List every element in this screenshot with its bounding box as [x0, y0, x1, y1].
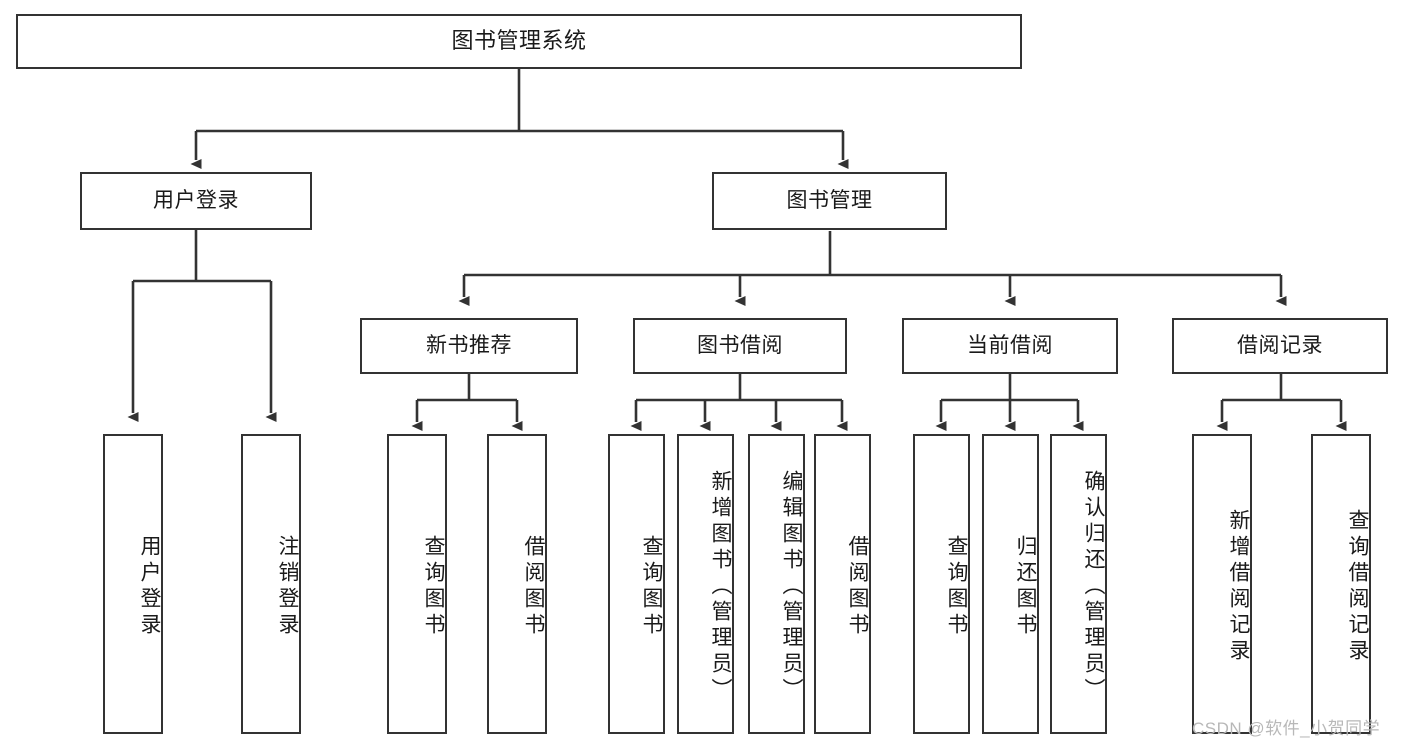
- node-label: 查询图书: [945, 535, 968, 639]
- node-label: 图书管理系统: [451, 28, 587, 54]
- node-label: 借阅图书: [846, 535, 869, 639]
- csdn-watermark: CSDN @软件_小贺同学: [1192, 719, 1381, 738]
- leaf-logout-login[interactable]: 注销登录: [241, 434, 301, 734]
- node-label: 新增借阅记录: [1227, 509, 1250, 665]
- node-label: 用户登录: [138, 535, 161, 639]
- leaf-borrow-book-borrow[interactable]: 借阅图书: [814, 434, 871, 734]
- node-label: 图书管理: [786, 189, 873, 213]
- node-label: 编辑图书（管理员）: [780, 470, 803, 704]
- node-label: 用户登录: [153, 189, 239, 213]
- leaf-query-borrow-record[interactable]: 查询借阅记录: [1311, 434, 1371, 734]
- node-label: 图书借阅: [697, 334, 783, 358]
- leaf-borrow-book-recommend[interactable]: 借阅图书: [487, 434, 547, 734]
- leaf-add-book-admin[interactable]: 新增图书（管理员）: [677, 434, 734, 734]
- leaf-return-book[interactable]: 归还图书: [982, 434, 1039, 734]
- node-book-borrow[interactable]: 图书借阅: [633, 318, 847, 374]
- leaf-user-login[interactable]: 用户登录: [103, 434, 163, 734]
- node-label: 归还图书: [1014, 535, 1037, 639]
- node-label: 注销登录: [276, 535, 299, 639]
- node-label: 当前借阅: [967, 334, 1053, 358]
- node-book-management[interactable]: 图书管理: [712, 172, 947, 230]
- leaf-add-borrow-record[interactable]: 新增借阅记录: [1192, 434, 1252, 734]
- node-label: 借阅图书: [522, 535, 545, 639]
- node-new-book-recommend[interactable]: 新书推荐: [360, 318, 578, 374]
- node-root-book-management-system[interactable]: 图书管理系统: [16, 14, 1022, 69]
- node-label: 查询图书: [640, 535, 663, 639]
- node-current-borrow[interactable]: 当前借阅: [902, 318, 1118, 374]
- node-label: 新增图书（管理员）: [709, 470, 732, 704]
- node-label: 查询图书: [422, 535, 445, 639]
- node-borrow-record[interactable]: 借阅记录: [1172, 318, 1388, 374]
- leaf-query-book-borrow[interactable]: 查询图书: [608, 434, 665, 734]
- leaf-confirm-return-admin[interactable]: 确认归还（管理员）: [1050, 434, 1107, 734]
- leaf-query-book-recommend[interactable]: 查询图书: [387, 434, 447, 734]
- leaf-query-book-current[interactable]: 查询图书: [913, 434, 970, 734]
- node-label: 新书推荐: [426, 334, 512, 358]
- node-label: 借阅记录: [1237, 334, 1323, 358]
- leaf-edit-book-admin[interactable]: 编辑图书（管理员）: [748, 434, 805, 734]
- node-user-login[interactable]: 用户登录: [80, 172, 312, 230]
- node-label: 确认归还（管理员）: [1082, 470, 1105, 704]
- node-label: 查询借阅记录: [1346, 509, 1369, 665]
